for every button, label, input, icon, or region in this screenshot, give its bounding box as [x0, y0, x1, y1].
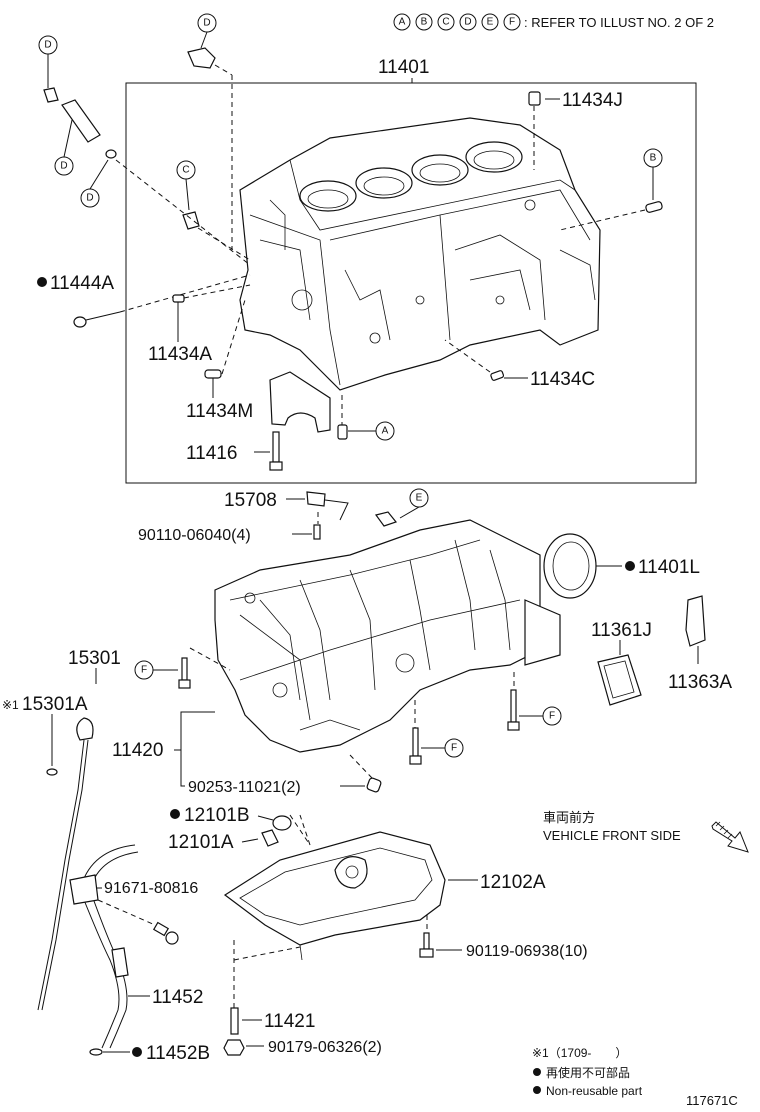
front-label-jp: 車両前方 [543, 810, 595, 825]
part-11363a-plate [685, 595, 706, 647]
svg-text:D: D [86, 193, 93, 204]
label-12101b: 12101B [184, 805, 250, 826]
cylinder-block-illustration [239, 117, 601, 391]
label-90179: 90179-06326(2) [268, 1039, 382, 1056]
label-12101a: 12101A [168, 832, 234, 853]
bolt-f-left [178, 657, 191, 689]
stud-11421 [230, 1007, 239, 1035]
callout-f-right [542, 706, 562, 726]
svg-text:F: F [509, 17, 515, 28]
label-90253: 90253-11021(2) [188, 779, 301, 796]
label-11434j: 11434J [562, 90, 623, 111]
svg-text:E: E [416, 493, 423, 504]
part-15708-nozzle [306, 491, 349, 521]
label-11363a: 11363A [668, 672, 732, 693]
label-90110: 90110-06040(4) [138, 527, 251, 544]
label-15708: 15708 [224, 490, 277, 511]
front-label-en: VEHICLE FRONT SIDE [543, 828, 681, 843]
crankcase-11420-illustration [214, 519, 561, 753]
label-11434c: 11434C [530, 369, 595, 390]
part-12101b-gasket [272, 815, 292, 831]
bolt-f-right-1 [507, 689, 520, 731]
figure-id: 117671C [686, 1093, 738, 1108]
part-11452-guide-tube [69, 844, 139, 1049]
callout-a [375, 421, 395, 441]
part-12102a-oil-pan [223, 831, 446, 961]
bolt-f-right-2 [409, 727, 422, 765]
label-11452b: 11452B [146, 1043, 210, 1064]
legend-line1: ※1（1709- ） [532, 1046, 627, 1060]
part-12101a-plug [261, 829, 279, 847]
svg-text:D: D [203, 18, 210, 29]
svg-text:A: A [382, 426, 389, 437]
header-letter-c: C [437, 13, 455, 31]
part-11444a-plug [73, 316, 87, 328]
front-direction-arrow-icon [711, 821, 749, 853]
part-11401l-oil-seal [543, 533, 597, 599]
oil-pressure-switch-part [43, 87, 117, 159]
label-11361j: 11361J [591, 620, 652, 641]
header-letter-f: F [503, 13, 521, 31]
header-letter-d: D [459, 13, 477, 31]
svg-text:B: B [650, 153, 657, 164]
label-11420: 11420 [112, 740, 163, 761]
label-11434m: 11434M [186, 401, 253, 422]
svg-text:E: E [487, 17, 494, 28]
legend: ※1（1709- ） 再使用不可部品 Non-reusable part [532, 1046, 643, 1098]
bearing-cap-part [269, 371, 331, 433]
svg-text:D: D [464, 17, 471, 28]
svg-text:C: C [182, 165, 189, 176]
label-11444a: 11444A [50, 273, 114, 294]
svg-text:B: B [421, 17, 428, 28]
part-11434j-pin [528, 91, 541, 106]
label-11416: 11416 [186, 443, 237, 464]
label-15301: 15301 [68, 648, 121, 669]
callout-f-bottom [444, 738, 464, 758]
bolt-90119 [419, 932, 434, 958]
label-11401: 11401 [378, 57, 429, 78]
svg-text:F: F [451, 743, 457, 754]
cylinder-block-frame [125, 82, 697, 484]
header-letter-a: A [393, 13, 411, 31]
svg-text:F: F [141, 665, 147, 676]
label-11421: 11421 [264, 1011, 315, 1032]
header-reference: A B C D E F : REFER TO ILLUST NO. 2 OF 2 [393, 13, 714, 31]
svg-text:A: A [399, 17, 406, 28]
header-letter-b: B [415, 13, 433, 31]
part-15301-dipstick [37, 717, 94, 1011]
legend-line3: Non-reusable part [546, 1084, 643, 1098]
label-90119: 90119-06938(10) [466, 943, 588, 960]
label-11434a: 11434A [148, 344, 212, 365]
nut-90179 [223, 1039, 245, 1056]
mark-asterisk-1: ※1 [2, 698, 19, 712]
bolt-91671 [152, 921, 179, 945]
label-11452: 11452 [152, 987, 203, 1008]
svg-text:D: D [60, 161, 67, 172]
header-refer-text: : REFER TO ILLUST NO. 2 OF 2 [524, 15, 714, 30]
label-15301a: 15301A [22, 694, 88, 715]
part-11361j-gasket [597, 654, 642, 706]
label-11401l: 11401L [638, 557, 700, 578]
svg-text:D: D [44, 40, 51, 51]
label-91671: 91671-80816 [104, 880, 198, 897]
legend-line2: 再使用不可部品 [546, 1065, 630, 1080]
svg-text:C: C [442, 17, 449, 28]
svg-text:F: F [549, 711, 555, 722]
part-11416-bolt [269, 431, 283, 471]
label-12102a: 12102A [480, 872, 546, 893]
header-letter-e: E [481, 13, 499, 31]
